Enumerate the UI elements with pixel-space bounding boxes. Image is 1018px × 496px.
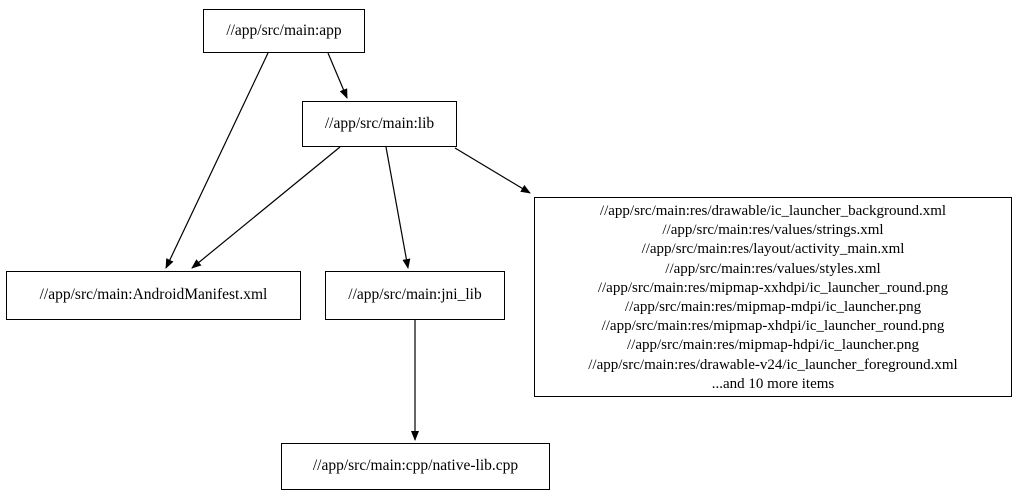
resource-item: //app/src/main:res/layout/activity_main.… — [641, 241, 905, 258]
node-native-lib-cpp: //app/src/main:cpp/native-lib.cpp — [281, 443, 550, 490]
resource-item: //app/src/main:res/values/strings.xml — [662, 222, 884, 239]
resource-item: //app/src/main:res/mipmap-xhdpi/ic_launc… — [601, 318, 945, 335]
edge-lib-to-resources — [454, 147, 531, 194]
resource-item: //app/src/main:res/drawable-v24/ic_launc… — [588, 356, 958, 373]
resource-item: //app/src/main:res/mipmap-xxhdpi/ic_laun… — [597, 279, 949, 296]
resource-item: //app/src/main:res/mipmap-mdpi/ic_launch… — [624, 299, 922, 316]
node-android-manifest: //app/src/main:AndroidManifest.xml — [6, 271, 301, 320]
resource-item: //app/src/main:res/mipmap-hdpi/ic_launch… — [626, 337, 919, 354]
node-jni-lib: //app/src/main:jni_lib — [325, 271, 505, 320]
node-native-lib-cpp-label: //app/src/main:cpp/native-lib.cpp — [312, 457, 519, 475]
resource-more-items: ...and 10 more items — [711, 375, 835, 392]
node-android-manifest-label: //app/src/main:AndroidManifest.xml — [39, 286, 268, 304]
edge-app-to-lib — [327, 52, 348, 99]
node-lib-label: //app/src/main:lib — [324, 114, 435, 132]
node-lib-target: //app/src/main:lib — [302, 101, 457, 147]
edge-app-to-manifest — [165, 52, 269, 269]
node-app-label: //app/src/main:app — [226, 21, 342, 39]
resource-item: //app/src/main:res/drawable/ic_launcher_… — [599, 203, 947, 219]
node-resources-group: //app/src/main:res/drawable/ic_launcher_… — [534, 197, 1012, 397]
node-jni-lib-label: //app/src/main:jni_lib — [348, 286, 482, 304]
edge-lib-to-jni-lib — [385, 146, 411, 269]
node-app-target: //app/src/main:app — [203, 9, 365, 53]
edge-lib-to-manifest — [191, 146, 341, 269]
resource-item: //app/src/main:res/values/styles.xml — [665, 260, 881, 277]
